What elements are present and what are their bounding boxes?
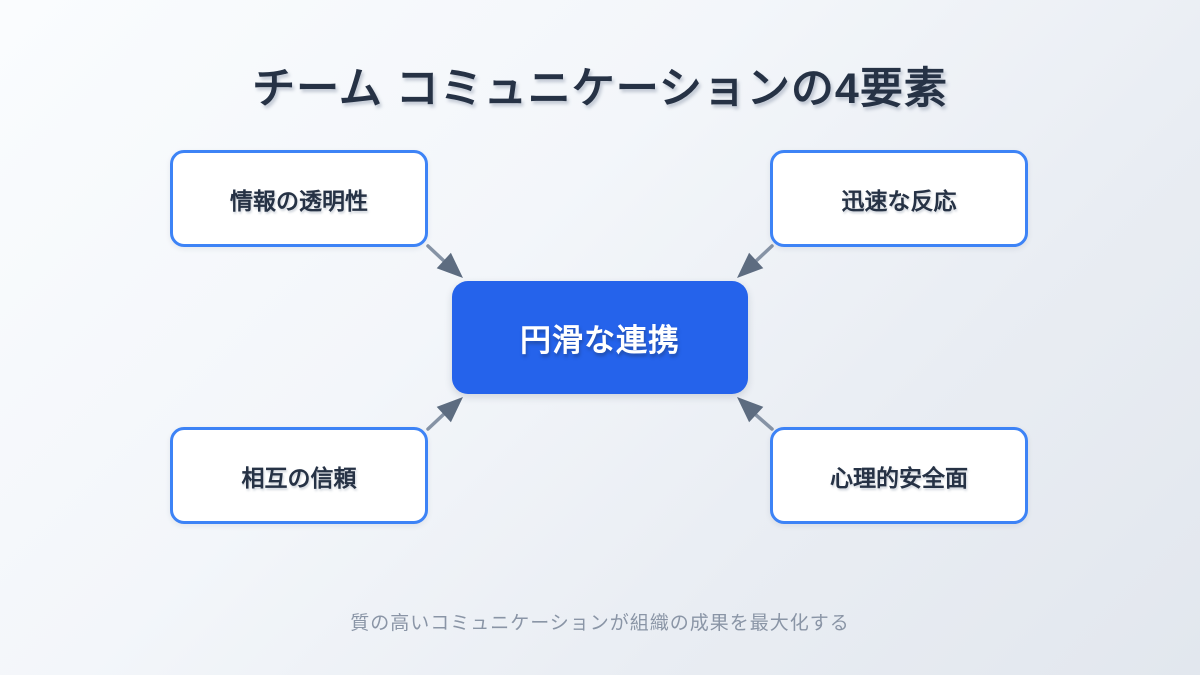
node-psychological-safety: 心理的安全面: [770, 427, 1028, 524]
footer-caption: 質の高いコミュニケーションが組織の成果を最大化する: [350, 613, 850, 634]
connector-arrow-bottom-left: [426, 397, 463, 431]
center-node-smooth-collaboration: 円滑な連携: [452, 281, 748, 394]
node-information-transparency: 情報の透明性: [170, 150, 428, 247]
node-quick-response: 迅速な反応: [770, 150, 1028, 247]
node-mutual-trust: 相互の信頼: [170, 427, 428, 524]
center-node-label: 円滑な連携: [520, 323, 680, 358]
connector-arrow-bottom-right: [737, 397, 774, 431]
node-label: 相互の信頼: [241, 464, 357, 491]
connector-arrow-top-right: [737, 244, 774, 278]
node-label: 心理的安全面: [830, 464, 968, 491]
node-label: 情報の透明性: [230, 187, 368, 214]
node-label: 迅速な反応: [841, 187, 957, 214]
page-title: チーム コミュニケーションの4要素: [252, 65, 948, 113]
connector-arrow-top-left: [426, 244, 463, 278]
